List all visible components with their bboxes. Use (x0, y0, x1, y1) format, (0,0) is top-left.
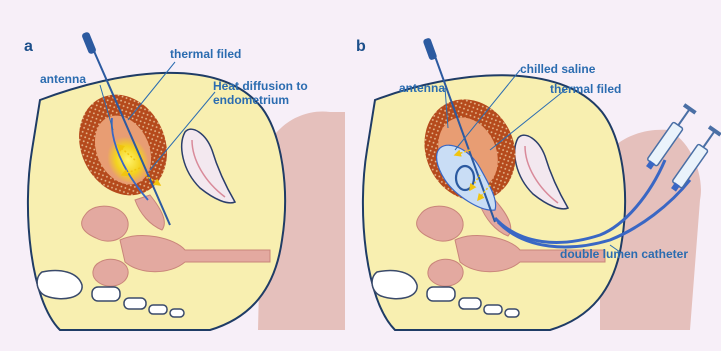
panel-b-label-thermal-field: thermal filed (550, 82, 621, 96)
panel-a-label-heat-diffusion-1: Heat diffusion to (213, 79, 308, 93)
panel-a: a (24, 31, 345, 330)
panel-b-label-double-lumen-catheter: double lumen catheter (560, 247, 688, 261)
panel-a-label-heat-diffusion-2: endometrium (213, 93, 289, 107)
panel-a-label-thermal-field: thermal filed (170, 47, 241, 61)
panel-b-label-antenna: antenna (399, 81, 445, 95)
panel-b: b (356, 37, 721, 330)
panel-a-letter: a (24, 38, 33, 55)
panel-a-label-antenna: antenna (40, 72, 86, 86)
panel-b-label-chilled-saline: chilled saline (520, 62, 596, 76)
panel-b-letter: b (356, 38, 366, 55)
